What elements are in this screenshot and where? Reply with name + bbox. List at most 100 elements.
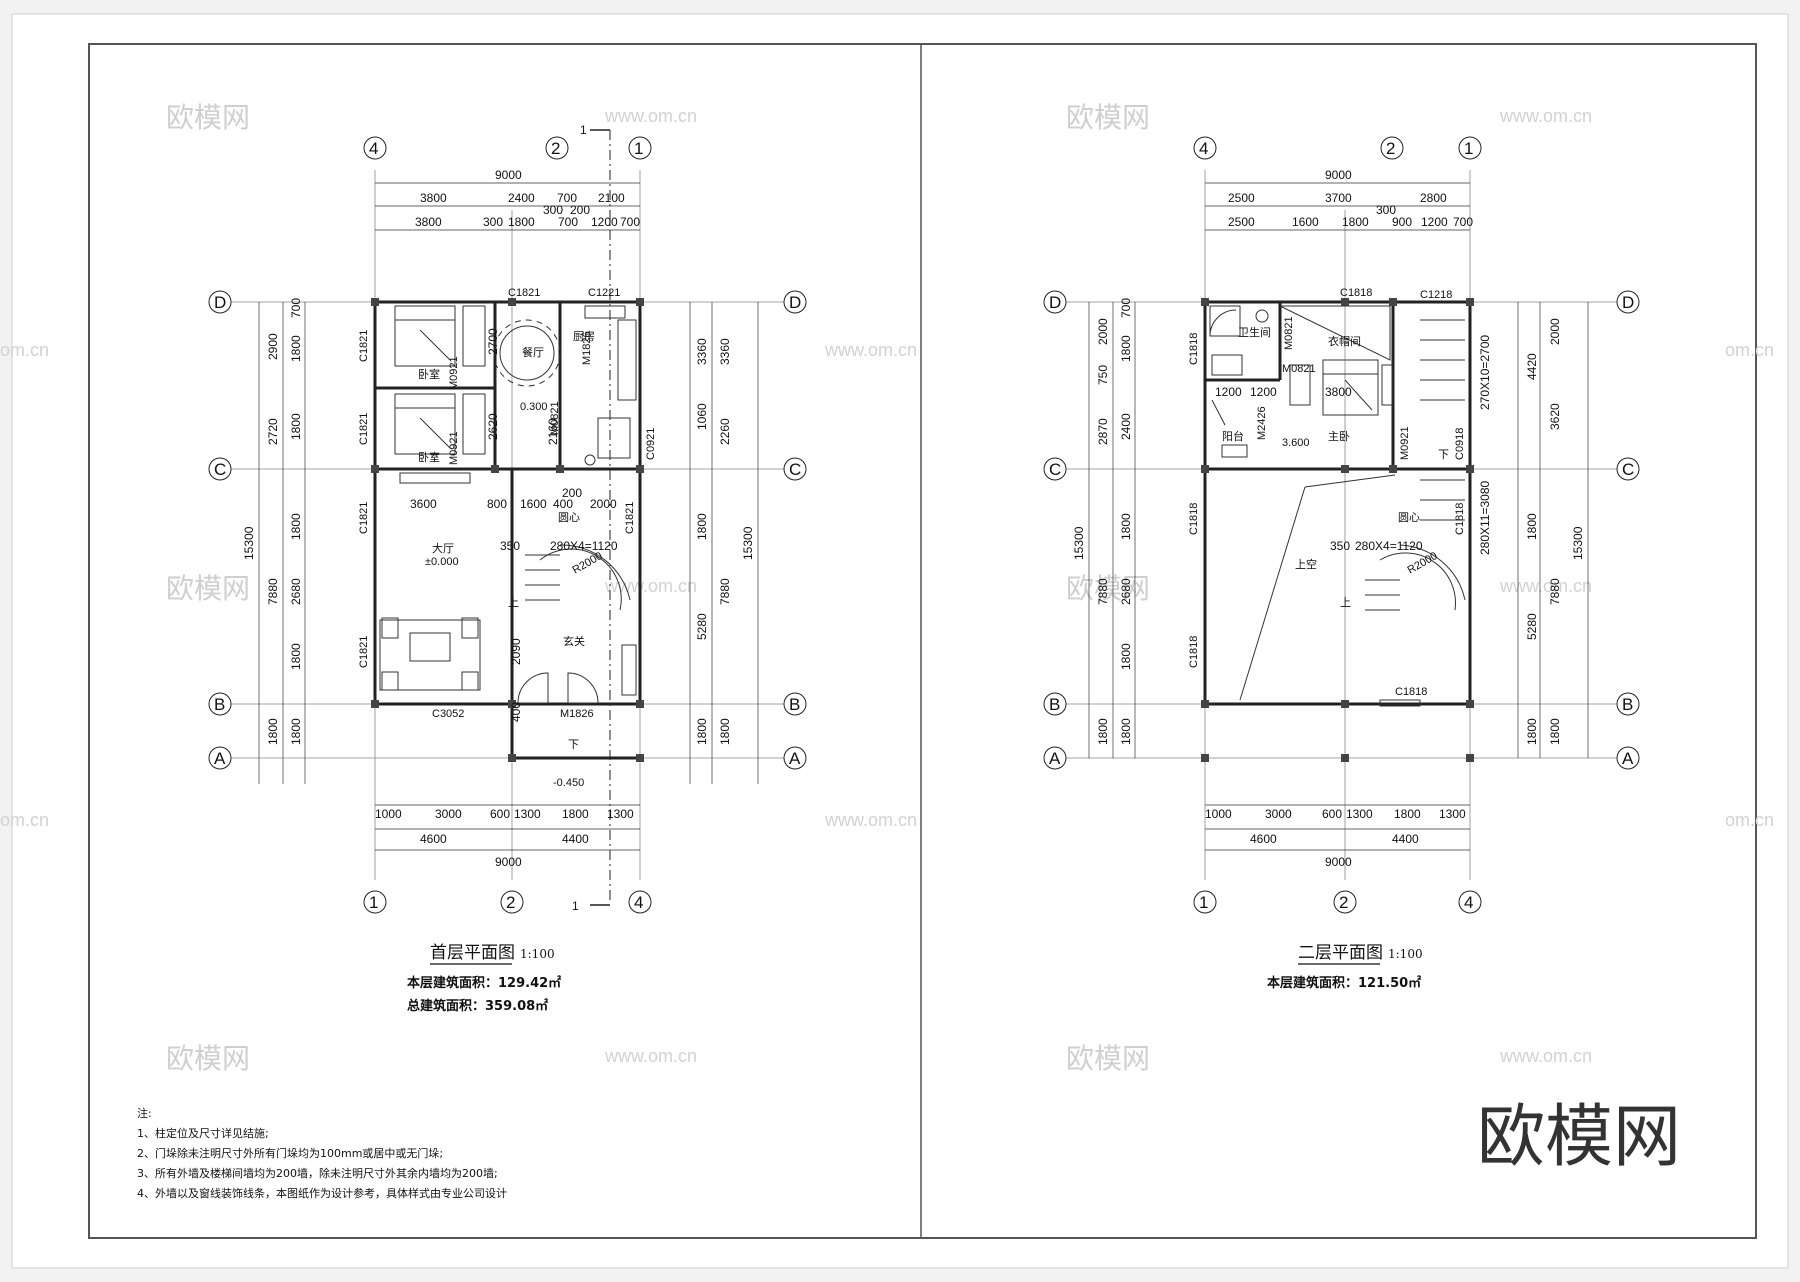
plan-title: 首层平面图 bbox=[430, 943, 515, 963]
axis-label: 4 bbox=[369, 139, 378, 158]
watermark-brand: 欧模网 bbox=[166, 1042, 250, 1075]
axis-label: 2 bbox=[1386, 139, 1395, 158]
floor-area: 本层建筑面积：121.50㎡ bbox=[1267, 975, 1421, 991]
dim: 1300 bbox=[514, 807, 541, 821]
dim: 1000 bbox=[1205, 807, 1232, 821]
dim: 200 bbox=[570, 203, 590, 217]
axis-label: D bbox=[1049, 293, 1061, 312]
room-label: 阳台 bbox=[1222, 429, 1244, 443]
dim: 700 bbox=[620, 215, 640, 229]
watermark-url: www.om.cn bbox=[1499, 106, 1592, 126]
room-label: 衣帽间 bbox=[1328, 334, 1361, 348]
dim: 1800 bbox=[1525, 718, 1539, 745]
drawing-frame bbox=[88, 43, 1757, 1239]
door-code: M0921 bbox=[448, 356, 460, 390]
plan-scale: 1:100 bbox=[1388, 947, 1423, 961]
dim: 4600 bbox=[1250, 832, 1277, 846]
dim: 2400 bbox=[1119, 413, 1133, 440]
notes-heading: 注: bbox=[137, 1106, 152, 1120]
room-label: 主卧 bbox=[1328, 430, 1350, 443]
dim: 2500 bbox=[1228, 191, 1255, 205]
stair-label: 下 bbox=[568, 739, 579, 751]
axis-label: 1 bbox=[1464, 139, 1473, 158]
dim-total: 9000 bbox=[1325, 168, 1352, 182]
watermark-brand: 欧模网 bbox=[166, 101, 250, 134]
dim: 3000 bbox=[1265, 807, 1292, 821]
dim: 1800 bbox=[1342, 215, 1369, 229]
dim: 3800 bbox=[415, 215, 442, 229]
axis-label: C bbox=[1622, 460, 1634, 479]
dim: 2260 bbox=[718, 418, 732, 445]
dim: 1200 bbox=[1250, 385, 1277, 399]
dim: 1060 bbox=[695, 403, 709, 430]
axis-label: D bbox=[1622, 293, 1634, 312]
dim: 1600 bbox=[520, 497, 547, 511]
window-code: C1821 bbox=[624, 502, 636, 534]
dim: 3360 bbox=[718, 338, 732, 365]
window-code: C1821 bbox=[508, 287, 540, 299]
dim: 600 bbox=[490, 807, 510, 821]
watermark-url: om.cn bbox=[1725, 340, 1774, 360]
room-label: 上空 bbox=[1295, 557, 1317, 571]
dim: 2000 bbox=[1096, 318, 1110, 345]
dim: 1800 bbox=[289, 413, 303, 440]
dim: 7880 bbox=[1096, 578, 1110, 605]
dim-total: 9000 bbox=[495, 855, 522, 869]
dim: 3800 bbox=[420, 191, 447, 205]
axis-label: C bbox=[1049, 460, 1061, 479]
stair-steps: 280X4=1120 bbox=[550, 539, 618, 553]
dim: 600 bbox=[1322, 807, 1342, 821]
dim: 3360 bbox=[695, 338, 709, 365]
dim: 7880 bbox=[1548, 578, 1562, 605]
watermark-url: www.om.cn bbox=[604, 106, 697, 126]
stair-steps: 280X4=1120 bbox=[1355, 539, 1423, 553]
window-code: C1818 bbox=[1188, 503, 1200, 535]
note-item: 1、柱定位及尺寸详见结施; bbox=[137, 1126, 269, 1140]
dim: 2500 bbox=[1228, 215, 1255, 229]
dim: 2870 bbox=[1096, 418, 1110, 445]
axis-label: B bbox=[1622, 695, 1633, 714]
dim: 2800 bbox=[1420, 191, 1447, 205]
dim: 1300 bbox=[1439, 807, 1466, 821]
dim: 200 bbox=[562, 486, 582, 500]
dim-total: 15300 bbox=[1571, 526, 1585, 560]
dim: 2100 bbox=[598, 191, 625, 205]
floor-area: 本层建筑面积：129.42㎡ bbox=[407, 975, 561, 991]
axis-label: 1 bbox=[1199, 893, 1208, 912]
dim: 7880 bbox=[266, 578, 280, 605]
section-mark: 1 bbox=[572, 899, 579, 913]
door-code: M1826 bbox=[560, 708, 594, 720]
axis-label: 4 bbox=[1199, 139, 1208, 158]
axis-label: D bbox=[214, 293, 226, 312]
dim: 2680 bbox=[289, 578, 303, 605]
dim: 1800 bbox=[289, 513, 303, 540]
room-label: 卧室 bbox=[418, 367, 440, 381]
dim: 2720 bbox=[266, 418, 280, 445]
plan-ground-floor: 1 1 bbox=[208, 123, 807, 1014]
room-label: 大厅 bbox=[432, 541, 454, 555]
window-code: C0921 bbox=[645, 428, 657, 460]
axis-label: 2 bbox=[506, 893, 515, 912]
brand-logo: 欧模网 bbox=[1477, 1098, 1681, 1177]
window-code: C1818 bbox=[1188, 636, 1200, 668]
dim: 1800 bbox=[1119, 643, 1133, 670]
plan-scale: 1:100 bbox=[520, 947, 555, 961]
dim: 5280 bbox=[695, 613, 709, 640]
window-code: C1821 bbox=[358, 413, 370, 445]
axis-label: 1 bbox=[634, 139, 643, 158]
axis-label: D bbox=[789, 293, 801, 312]
dim: 1200 bbox=[1215, 385, 1242, 399]
dim: 1300 bbox=[1346, 807, 1373, 821]
dim: 1800 bbox=[1548, 718, 1562, 745]
dim: 4400 bbox=[562, 832, 589, 846]
plan-title: 二层平面图 bbox=[1298, 943, 1383, 963]
dim: 300 bbox=[1376, 203, 1396, 217]
watermark-url: www.om.cn bbox=[604, 1046, 697, 1066]
door-code: M0921 bbox=[1399, 426, 1411, 460]
stair-label: 圆心 bbox=[558, 511, 580, 524]
dim-total: 9000 bbox=[495, 168, 522, 182]
dim: 1800 bbox=[289, 335, 303, 362]
window-code: C1818 bbox=[1454, 503, 1466, 535]
level-mark: ±0.000 bbox=[425, 556, 459, 568]
door-code: M0821 bbox=[1283, 316, 1295, 350]
